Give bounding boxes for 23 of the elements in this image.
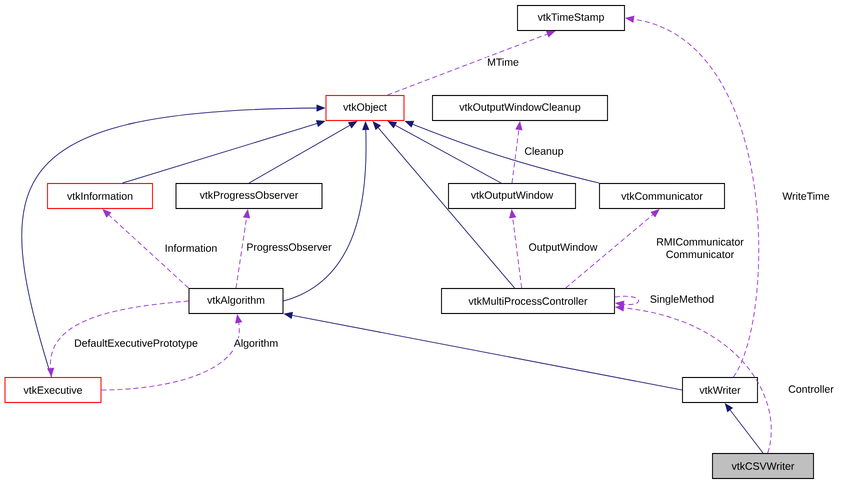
class-box: vtkObject [326,95,404,121]
edge-label: WriteTime [781,191,831,201]
class-box: vtkCommunicator [599,183,725,209]
edge-label: DefaultExecutivePrototype [73,338,199,350]
edge-label: SingleMethod [648,294,716,306]
class-box: vtkOutputWindow [448,183,576,209]
edge-label: OutputWindow [528,242,598,254]
edge-label: Cleanup [523,146,565,158]
class-box: vtkCSVWriter [712,453,814,479]
edge-label: ProgressObserver [245,242,333,254]
edge-label: Algorithm [232,338,280,350]
class-box: vtkMultiProcessController [441,288,615,314]
class-box: vtkAlgorithm [188,288,284,314]
edge-label: MTime [486,57,520,67]
edge-label: Information [164,243,218,253]
edge-label: Controller [787,384,835,394]
class-box: vtkExecutive [4,377,102,403]
edge-label: RMICommunicator Communicator [654,236,746,260]
class-box: vtkTimeStamp [517,5,625,31]
class-box: vtkOutputWindowCleanup [432,95,608,121]
class-box: vtkProgressObserver [176,183,322,209]
class-box: vtkInformation [47,183,153,209]
class-box: vtkWriter [682,377,758,403]
